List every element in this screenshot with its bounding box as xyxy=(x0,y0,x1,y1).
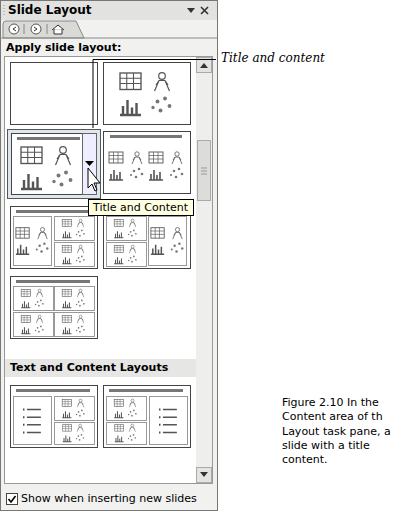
task-pane: Slide LayoutTitle and Content xyxy=(0,0,218,511)
tooltip: Title and Content xyxy=(88,199,194,216)
checkbox-label: Show when inserting new slides xyxy=(21,492,197,505)
pane-title: Slide Layout xyxy=(8,3,92,17)
tooltip-text: Title and Content xyxy=(93,201,189,214)
section-label: Apply slide layout: xyxy=(6,41,121,54)
category-header: Text and Content Layouts xyxy=(10,361,168,374)
figure-caption: Figure 2.10 In the Content area of th La… xyxy=(282,396,408,467)
callout-label: Title and content xyxy=(221,51,325,65)
